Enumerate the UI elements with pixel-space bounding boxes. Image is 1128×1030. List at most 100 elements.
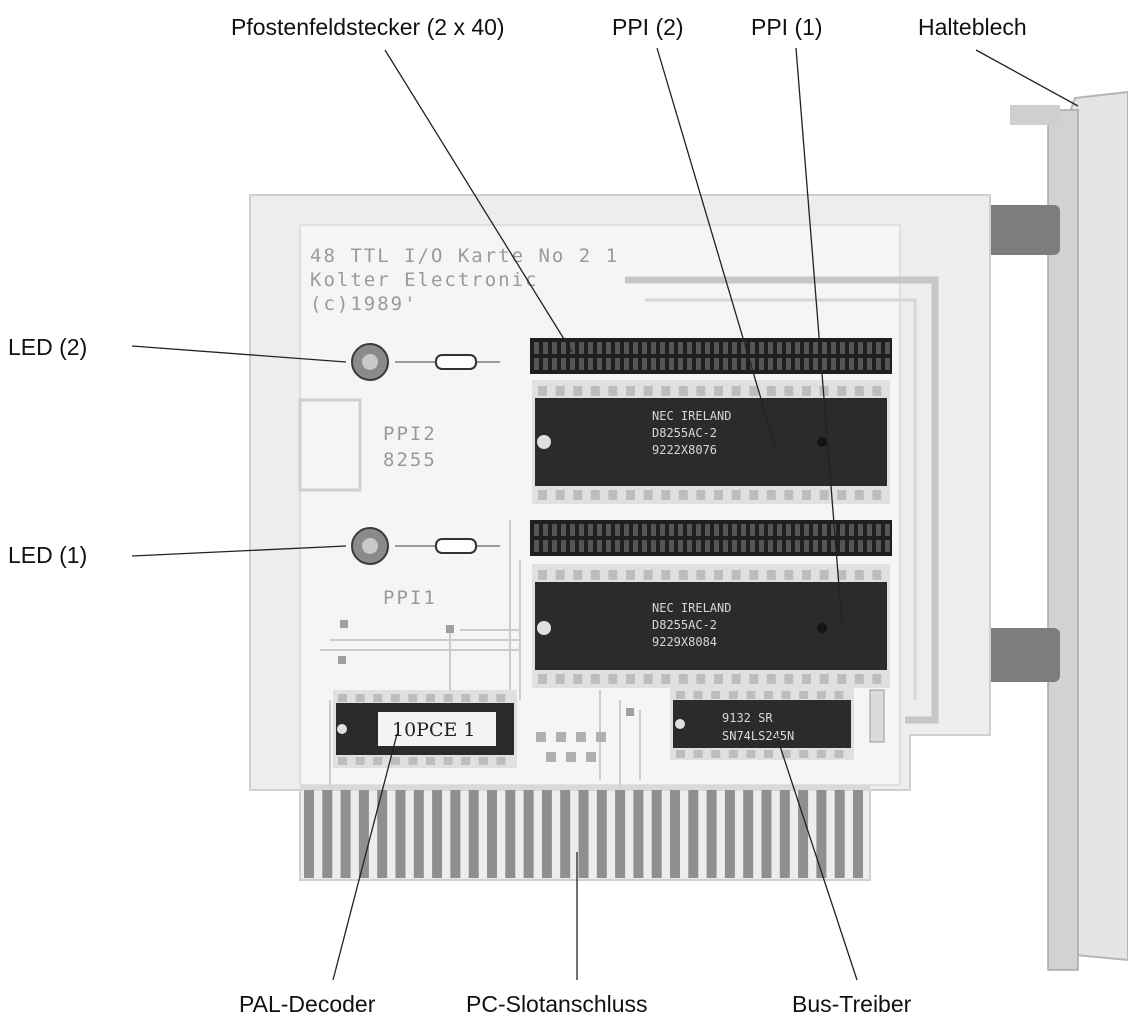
header-pin xyxy=(669,540,674,552)
silk-line-1: 48 TTL I/O Karte No 2 1 xyxy=(310,245,619,267)
header-pin xyxy=(543,524,548,536)
header-pin xyxy=(858,540,863,552)
header-pin xyxy=(759,342,764,354)
leader-pfostenfeldstecker xyxy=(384,49,573,353)
edge-finger xyxy=(413,790,424,878)
chip-pin xyxy=(555,674,565,684)
header-pin xyxy=(660,342,665,354)
chip-pin xyxy=(819,674,829,684)
header-pin xyxy=(840,342,845,354)
chip-pin xyxy=(676,691,685,699)
header-pin xyxy=(687,342,692,354)
header-pin xyxy=(534,358,539,370)
bus-chip-line-2: SN74LS245N xyxy=(722,729,794,743)
header-pin xyxy=(741,524,746,536)
header-pin xyxy=(786,342,791,354)
header-pin xyxy=(759,358,764,370)
chip-pin xyxy=(714,386,723,396)
header-pin xyxy=(651,342,656,354)
header-connector-top xyxy=(530,338,892,374)
label-ppi1: PPI (1) xyxy=(751,14,823,40)
chip-pin xyxy=(816,691,826,699)
header-pin xyxy=(786,540,791,552)
chip-pin xyxy=(802,570,811,580)
chip-pin xyxy=(626,386,635,396)
header-pin xyxy=(786,358,791,370)
ppi1-chip-line-1: NEC IRELAND xyxy=(652,601,731,615)
header-pin xyxy=(741,342,746,354)
header-pin xyxy=(651,524,656,536)
bus-chip-line-1: 9132 SR xyxy=(722,711,773,725)
header-pin xyxy=(849,342,854,354)
header-pin xyxy=(633,358,638,370)
header-pin xyxy=(615,358,620,370)
silk-ppi1: PPI1 xyxy=(383,587,437,609)
header-connector-bottom xyxy=(530,520,892,556)
edge-finger xyxy=(304,790,314,878)
header-pin xyxy=(588,524,593,536)
edge-finger xyxy=(724,790,735,878)
header-pin xyxy=(840,358,845,370)
header-pin xyxy=(885,342,890,354)
header-pin xyxy=(804,358,809,370)
edge-finger xyxy=(761,790,772,878)
ppi2-chip-line-2: D8255AC-2 xyxy=(652,426,717,440)
header-pin xyxy=(768,342,773,354)
chip-pin xyxy=(714,674,723,684)
header-pin xyxy=(768,540,773,552)
chip-pin xyxy=(749,674,759,684)
chip-pin xyxy=(626,570,635,580)
header-pin xyxy=(669,342,674,354)
chip-pin xyxy=(678,490,688,500)
header-pin xyxy=(723,342,728,354)
edge-finger xyxy=(853,790,863,878)
leader-led2 xyxy=(131,345,347,363)
header-pin xyxy=(831,540,836,552)
header-pin xyxy=(642,540,647,552)
header-pin xyxy=(543,342,548,354)
header-pin xyxy=(633,540,638,552)
header-pin xyxy=(687,524,692,536)
header-pin xyxy=(597,524,602,536)
header-pin xyxy=(768,358,773,370)
header-pin xyxy=(606,358,611,370)
chip-pin xyxy=(837,490,847,500)
header-pin xyxy=(678,358,683,370)
leader-pal-decoder xyxy=(332,733,398,981)
chip-pin xyxy=(678,386,688,396)
ppi2-chip-line-3: 9222X8076 xyxy=(652,443,717,457)
chip-pin xyxy=(408,694,418,702)
header-pin xyxy=(588,342,593,354)
edge-finger xyxy=(377,790,388,878)
chip-pin xyxy=(590,570,600,580)
chip-pin xyxy=(854,570,864,580)
header-pin xyxy=(804,342,809,354)
header-pin xyxy=(570,540,575,552)
chip-pin xyxy=(816,750,826,758)
edge-finger xyxy=(450,790,461,878)
chip-pin xyxy=(749,386,759,396)
chip-pin xyxy=(837,386,847,396)
chip-bus-driver: 9132 SR SN74LS245N xyxy=(670,688,885,760)
chip-pin xyxy=(608,674,618,684)
header-pin xyxy=(579,358,584,370)
label-bus-treiber: Bus-Treiber xyxy=(792,991,912,1017)
chip-ppi-1: NEC IRELAND D8255AC-2 9229X8084 xyxy=(532,564,890,688)
chip-pin xyxy=(538,386,547,396)
edge-finger xyxy=(322,790,333,878)
chip-pin xyxy=(731,490,741,500)
edge-finger xyxy=(670,790,680,878)
header-pin xyxy=(705,524,710,536)
header-pin xyxy=(750,342,755,354)
header-pin xyxy=(606,524,611,536)
header-pin xyxy=(570,342,575,354)
silk-8255: 8255 xyxy=(383,449,437,471)
chip-pin xyxy=(766,490,776,500)
pc-slot-connector xyxy=(300,785,870,878)
header-pin xyxy=(687,540,692,552)
header-pin xyxy=(588,540,593,552)
ppi1-chip-line-3: 9229X8084 xyxy=(652,635,717,649)
header-pin xyxy=(687,358,692,370)
header-pin xyxy=(831,524,836,536)
leader-ppi1 xyxy=(795,47,843,625)
